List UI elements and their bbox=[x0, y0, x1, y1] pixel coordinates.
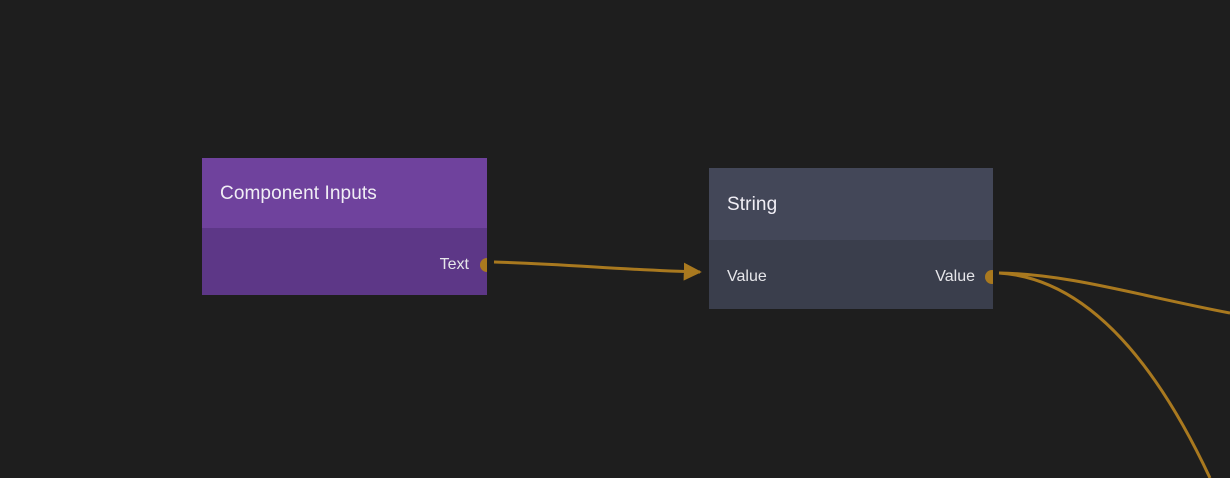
output-port-label-value: Value bbox=[935, 268, 975, 285]
node-title: String bbox=[727, 193, 778, 215]
node-body: Text bbox=[202, 228, 487, 295]
node-body: Value Value bbox=[709, 240, 993, 309]
input-port-label-value: Value bbox=[727, 268, 767, 285]
node-header[interactable]: Component Inputs bbox=[202, 158, 487, 228]
output-port-dot-text[interactable] bbox=[480, 258, 487, 272]
node-title: Component Inputs bbox=[220, 182, 377, 204]
node-header[interactable]: String bbox=[709, 168, 993, 240]
node-string[interactable]: String Value Value bbox=[709, 168, 993, 309]
output-port-dot-value[interactable] bbox=[985, 270, 993, 284]
node-component-inputs[interactable]: Component Inputs Text bbox=[202, 158, 487, 295]
edge-text-to-value[interactable] bbox=[493, 260, 702, 281]
output-port-label-text: Text bbox=[439, 256, 469, 273]
edge-value-out-upper[interactable] bbox=[998, 271, 1230, 315]
output-port-row[interactable]: Text bbox=[202, 254, 487, 276]
edge-value-out-lower[interactable] bbox=[998, 271, 1212, 478]
port-row[interactable]: Value Value bbox=[709, 266, 993, 288]
